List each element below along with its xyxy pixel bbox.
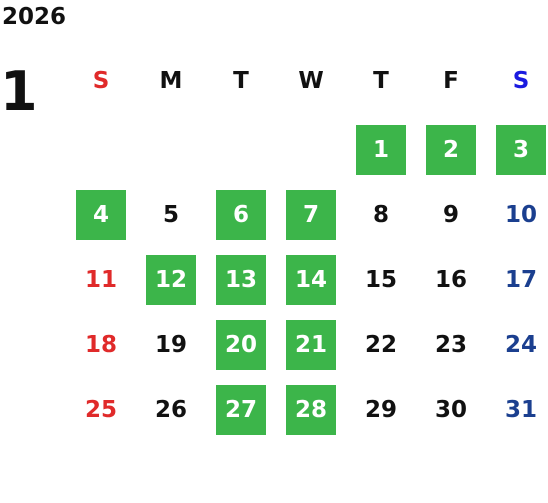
day-cell-29[interactable]: 29	[364, 397, 397, 423]
day-cell-26[interactable]: 26	[154, 397, 187, 423]
day-cell-18[interactable]: 18	[84, 332, 117, 358]
weekday-header-monday: M	[159, 68, 183, 94]
day-cell-5[interactable]: 5	[162, 202, 179, 228]
day-cell-13[interactable]: 13	[216, 255, 266, 305]
weekday-header-sunday: S	[92, 68, 110, 94]
day-cell-11[interactable]: 11	[84, 267, 117, 293]
day-cell-28[interactable]: 28	[286, 385, 336, 435]
weekday-header-wednesday: W	[298, 68, 324, 94]
weekday-header-thursday: T	[373, 68, 389, 94]
day-cell-6[interactable]: 6	[216, 190, 266, 240]
day-cell-2[interactable]: 2	[426, 125, 476, 175]
day-cell-1[interactable]: 1	[356, 125, 406, 175]
day-cell-21[interactable]: 21	[286, 320, 336, 370]
day-cell-20[interactable]: 20	[216, 320, 266, 370]
month-number: 1	[0, 60, 38, 123]
weekday-header-tuesday: T	[233, 68, 249, 94]
day-cell-9[interactable]: 9	[442, 202, 459, 228]
day-cell-8[interactable]: 8	[372, 202, 389, 228]
day-cell-19[interactable]: 19	[154, 332, 187, 358]
day-cell-15[interactable]: 15	[364, 267, 397, 293]
day-cell-7[interactable]: 7	[286, 190, 336, 240]
day-cell-12[interactable]: 12	[146, 255, 196, 305]
weekday-header-friday: F	[443, 68, 459, 94]
day-cell-31[interactable]: 31	[504, 397, 537, 423]
day-cell-17[interactable]: 17	[504, 267, 537, 293]
year-label: 2026	[2, 4, 67, 30]
day-cell-24[interactable]: 24	[504, 332, 537, 358]
weekday-header-saturday: S	[512, 68, 530, 94]
day-cell-22[interactable]: 22	[364, 332, 397, 358]
day-cell-10[interactable]: 10	[504, 202, 537, 228]
day-cell-25[interactable]: 25	[84, 397, 117, 423]
day-cell-3[interactable]: 3	[496, 125, 546, 175]
day-cell-30[interactable]: 30	[434, 397, 467, 423]
day-cell-27[interactable]: 27	[216, 385, 266, 435]
day-cell-4[interactable]: 4	[76, 190, 126, 240]
day-cell-16[interactable]: 16	[434, 267, 467, 293]
day-cell-14[interactable]: 14	[286, 255, 336, 305]
day-cell-23[interactable]: 23	[434, 332, 467, 358]
